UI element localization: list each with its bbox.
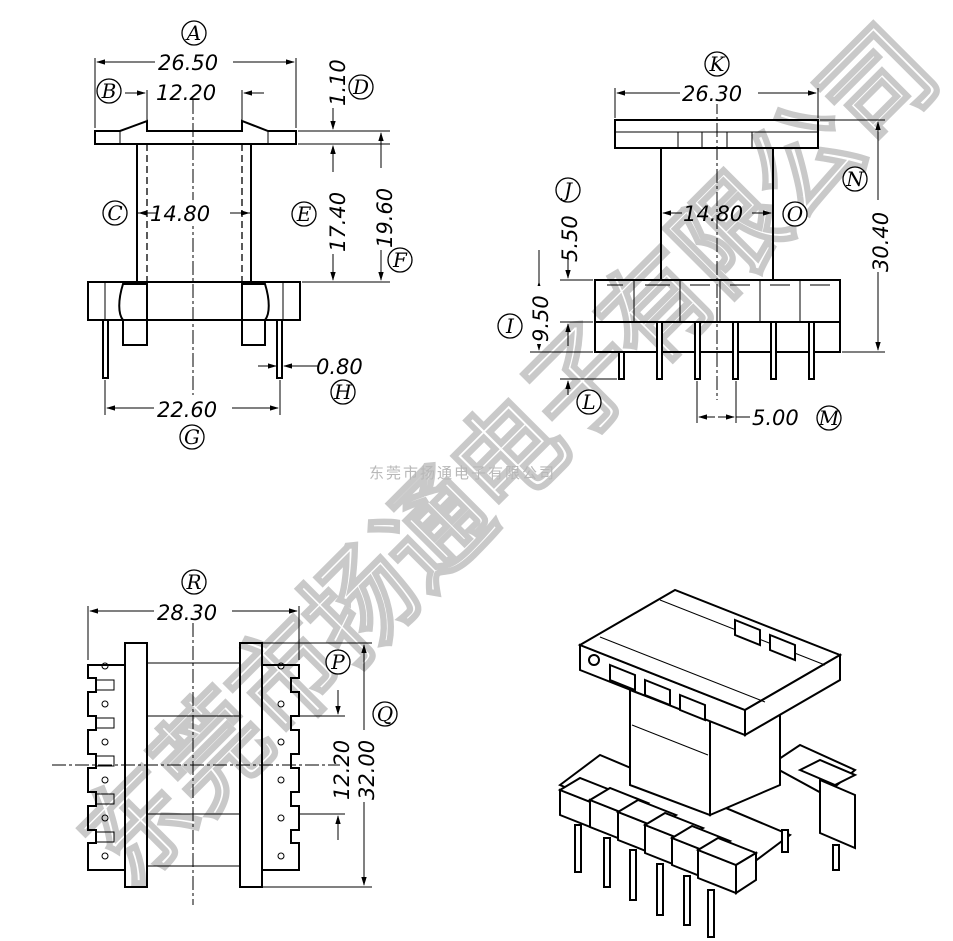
pin	[618, 351, 625, 380]
dim-top-overall-width: 28.30	[157, 601, 217, 625]
dim-pin-span: 22.60	[157, 398, 217, 422]
svg-text:O: O	[787, 202, 803, 226]
pin	[770, 321, 777, 380]
label-g: G	[179, 424, 205, 450]
svg-text:A: A	[185, 21, 201, 45]
dim-side-base-height: 9.50	[529, 295, 553, 342]
svg-text:N: N	[845, 167, 865, 191]
watermark-small: 东莞市扬通电子有限公司	[369, 464, 556, 482]
dim-core-width: 14.80	[150, 202, 210, 226]
label-c: C	[102, 200, 128, 226]
dim-flange-thickness: 1.10	[326, 59, 350, 106]
dim-overall-width: 26.50	[158, 51, 218, 75]
pin	[656, 321, 663, 380]
svg-text:K: K	[709, 52, 726, 76]
svg-text:D: D	[352, 75, 369, 99]
svg-text:P: P	[330, 650, 345, 674]
base-block	[87, 281, 301, 321]
top-flange	[94, 119, 297, 145]
svg-text:E: E	[296, 202, 312, 226]
dim-body-height: 19.60	[373, 188, 397, 248]
svg-text:H: H	[333, 380, 352, 404]
svg-text:J: J	[560, 178, 573, 202]
label-i: I	[497, 313, 523, 339]
svg-text:Q: Q	[377, 702, 393, 726]
label-b: B	[96, 78, 122, 104]
isometric-view	[557, 588, 858, 938]
svg-text:L: L	[581, 390, 595, 414]
svg-text:C: C	[107, 201, 122, 225]
svg-text:B: B	[101, 79, 117, 103]
pin	[276, 319, 283, 379]
dim-side-upper-height: 5.50	[558, 215, 582, 262]
svg-text:M: M	[818, 406, 840, 430]
body-walls	[660, 148, 774, 280]
pin	[732, 321, 739, 380]
dim-window-height: 17.40	[326, 192, 350, 252]
svg-text:F: F	[392, 248, 408, 272]
label-q: Q	[372, 701, 398, 727]
dim-side-core-width: 14.80	[683, 202, 743, 226]
dim-inner-width: 12.20	[156, 81, 216, 105]
label-l: L	[576, 389, 602, 415]
svg-text:I: I	[505, 314, 515, 338]
dim-center-span: 12.20	[330, 740, 354, 800]
label-r: R	[181, 569, 207, 595]
dim-pin-diameter: 0.80	[316, 355, 363, 379]
pin	[808, 321, 815, 380]
label-e: E	[291, 201, 317, 227]
label-k: K	[704, 51, 730, 77]
dim-pin-pitch: 5.00	[752, 406, 799, 430]
dim-overall-length: 32.00	[355, 740, 379, 800]
label-a: A	[181, 20, 207, 46]
top-view: 28.30 12.20 32.00 P Q R	[52, 569, 398, 905]
label-d: D	[348, 74, 374, 100]
dim-side-overall-height: 30.40	[869, 212, 893, 272]
label-j: J	[555, 177, 581, 203]
label-p: P	[325, 649, 351, 675]
label-h: H	[330, 379, 356, 405]
label-f: F	[387, 247, 413, 273]
label-o: O	[782, 201, 808, 227]
front-view: 26.50 12.20 14.80 1.10 17.40 19.60 22.60…	[87, 20, 413, 450]
side-view: 26.30 14.80 30.40 5.50 9.50 5.00 I J K L…	[497, 51, 893, 431]
label-m: M	[816, 405, 842, 431]
svg-text:G: G	[184, 425, 200, 449]
label-n: N	[842, 166, 868, 192]
pin	[102, 319, 109, 379]
dim-side-overall-width: 26.30	[682, 82, 742, 106]
pin	[694, 321, 701, 380]
svg-text:R: R	[185, 570, 201, 594]
